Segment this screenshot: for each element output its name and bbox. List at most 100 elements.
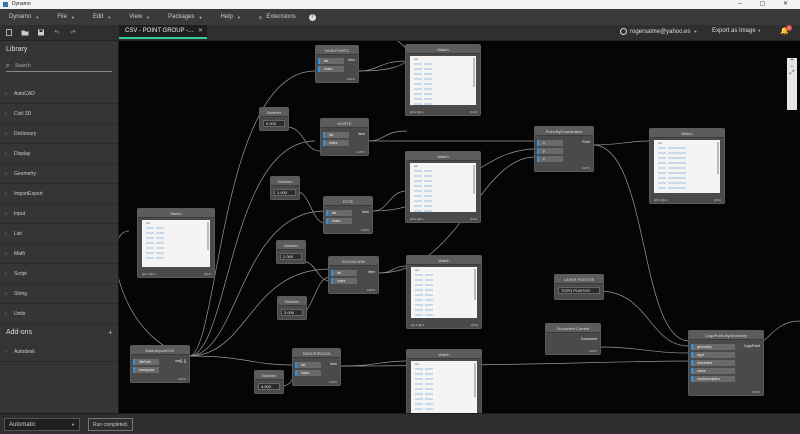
- node-data-importcsv[interactable]: Data.ImportCSV filePath transpose var[].…: [130, 345, 190, 383]
- user-email: rogersalme@yahoo.es: [630, 28, 691, 35]
- scrollbar[interactable]: [207, 222, 209, 251]
- window-title: Dynamo: [12, 1, 31, 7]
- tab-workspace[interactable]: CSV - POINT GROUP -... ✕: [119, 25, 207, 39]
- zoom-in-button[interactable]: +: [790, 58, 794, 64]
- number-input[interactable]: 4.000: [258, 383, 280, 390]
- watch-node-este[interactable]: Watch List @L2 @L1 {101}: [406, 255, 482, 329]
- watch-node-descripcion[interactable]: Watch List: [406, 349, 482, 413]
- number-input[interactable]: 1.000: [274, 189, 296, 196]
- node-num-punto[interactable]: NUM.PUNTO list index item AUTO: [315, 45, 359, 83]
- watch-node-csv[interactable]: Watch List @L2 @L1 {101}: [137, 208, 215, 278]
- library-item-string[interactable]: ›String: [0, 284, 118, 304]
- menu-edit[interactable]: Edit▼: [92, 14, 112, 20]
- zoom-controls: + − ⤢: [787, 58, 797, 110]
- export-as-image-button[interactable]: Export as Image ▼: [712, 28, 762, 34]
- node-document-current[interactable]: Document.Current Document AUTO: [545, 323, 601, 355]
- library-item-civil3d[interactable]: ›Civil 3D: [0, 104, 118, 124]
- library-title: Library: [6, 46, 28, 53]
- library-item-math[interactable]: ›Math: [0, 244, 118, 264]
- menu-extensions[interactable]: ⚙Extensions: [258, 14, 296, 20]
- watch-list: List: [142, 220, 210, 267]
- new-file-icon[interactable]: [5, 29, 13, 36]
- string-input[interactable]: TOPO PUNTOS: [558, 287, 600, 294]
- graph-canvas[interactable]: Watch List @L2 @L1 {101} Data.ImportCSV …: [119, 41, 800, 413]
- node-number-3[interactable]: Number 3.000: [277, 296, 307, 320]
- number-input[interactable]: 3.000: [281, 309, 303, 316]
- save-icon[interactable]: [37, 29, 45, 36]
- open-folder-icon[interactable]: [21, 29, 29, 36]
- search-placeholder: Search: [15, 63, 31, 69]
- menu-dynamo[interactable]: Dynamo▼: [9, 14, 40, 20]
- status-bar: Automatic ▼ Run completed.: [0, 413, 800, 434]
- library-item-autocad[interactable]: ›AutoCAD: [0, 84, 118, 104]
- tab-label: CSV - POINT GROUP -...: [125, 28, 194, 34]
- help-icon[interactable]: ?: [308, 13, 316, 21]
- add-icon[interactable]: +: [108, 328, 113, 337]
- chevron-right-icon: ›: [5, 291, 7, 297]
- menu-packages[interactable]: Packages▼: [168, 14, 203, 20]
- node-descripcion[interactable]: DESCRIPCION list index item AUTO: [292, 348, 341, 386]
- chevron-right-icon: ›: [5, 131, 7, 137]
- menu-view[interactable]: View▼: [129, 14, 151, 20]
- chevron-right-icon: ›: [5, 271, 7, 277]
- library-item-script[interactable]: ›Script: [0, 264, 118, 284]
- number-input[interactable]: 0.000: [263, 120, 285, 127]
- menu-help[interactable]: Help▼: [220, 14, 241, 20]
- addons-title: Add-ons: [6, 329, 33, 336]
- watch-node-num-punto[interactable]: Watch List @L2 @L1 {101}: [405, 44, 481, 116]
- chevron-down-icon: ▼: [35, 14, 40, 20]
- close-icon[interactable]: ✕: [197, 28, 203, 34]
- chevron-right-icon: ›: [5, 111, 7, 117]
- library-item-input[interactable]: ›Input: [0, 204, 118, 224]
- chevron-down-icon: ▼: [71, 422, 75, 427]
- run-mode-select[interactable]: Automatic ▼: [4, 418, 80, 431]
- watch-node-points[interactable]: Watch List @L2 @L1 {101}: [649, 128, 725, 204]
- undo-icon[interactable]: [53, 29, 61, 36]
- scrollbar[interactable]: [473, 165, 475, 195]
- library-item-geometry[interactable]: ›Geometry: [0, 164, 118, 184]
- node-norte[interactable]: NORTE list index item AUTO: [320, 118, 369, 156]
- watch-list: List: [411, 267, 477, 318]
- node-number-2[interactable]: Number 2.000: [276, 240, 306, 264]
- node-point-bycoordinates[interactable]: Point.ByCoordinates x y z Point AUTO: [534, 126, 594, 172]
- node-number-4[interactable]: Number 4.000: [254, 370, 284, 394]
- chevron-down-icon: ▼: [236, 14, 241, 20]
- node-este[interactable]: ESTE list index item AUTO: [323, 196, 373, 234]
- notification-bell-icon[interactable]: 🔔: [780, 28, 789, 35]
- watch-list: List: [410, 56, 476, 106]
- library-panel: Library ⌕ Search ›AutoCAD ›Civil 3D ›Dic…: [0, 41, 119, 413]
- scrollbar[interactable]: [474, 269, 476, 300]
- scrollbar[interactable]: [473, 58, 475, 88]
- node-elevacion[interactable]: ELEVACION list index item AUTO: [328, 256, 379, 294]
- node-number-1[interactable]: Number 1.000: [270, 176, 300, 200]
- chevron-right-icon: ›: [5, 311, 7, 317]
- library-item-display[interactable]: ›Display: [0, 144, 118, 164]
- node-number-0[interactable]: Number 0.000: [259, 107, 289, 131]
- user-account[interactable]: rogersalme@yahoo.es ▼: [620, 28, 697, 35]
- zoom-out-button[interactable]: −: [790, 64, 794, 70]
- library-item-importexport[interactable]: ›ImportExport: [0, 184, 118, 204]
- menu-bar: Dynamo▼ File▼ Edit▼ View▼ Packages▼ Help…: [0, 9, 800, 25]
- scrollbar[interactable]: [474, 363, 476, 398]
- title-bar: Dynamo – ▢ ✕: [0, 0, 800, 9]
- window-controls[interactable]: – ▢ ✕: [738, 1, 796, 7]
- library-item-list[interactable]: ›List: [0, 224, 118, 244]
- chevron-right-icon: ›: [5, 151, 7, 157]
- redo-icon[interactable]: [69, 29, 77, 36]
- number-input[interactable]: 2.000: [280, 253, 302, 260]
- scrollbar[interactable]: [717, 142, 719, 174]
- library-item-autodesk[interactable]: ›Autodesk: [0, 342, 118, 362]
- chevron-down-icon: ▼: [107, 14, 112, 20]
- notification-count-badge: 1: [786, 25, 792, 31]
- library-item-dictionary[interactable]: ›Dictionary: [0, 124, 118, 144]
- node-layer-puntos[interactable]: LAYER PUNTOS TOPO PUNTOS: [554, 274, 604, 300]
- chevron-down-icon: ▼: [146, 14, 151, 20]
- chevron-down-icon: ▼: [70, 14, 75, 20]
- chevron-down-icon: ▼: [198, 14, 203, 20]
- library-search-input[interactable]: ⌕ Search: [6, 61, 112, 72]
- node-cogopoint-bygeometry[interactable]: CogoPoint.ByGeometry geometry layer docu…: [688, 330, 764, 396]
- watch-node-norte[interactable]: Watch List @L2 @L1 {101}: [405, 151, 481, 223]
- library-item-units[interactable]: ›Units: [0, 304, 118, 324]
- zoom-fit-button[interactable]: ⤢: [789, 70, 795, 76]
- menu-file[interactable]: File▼: [57, 14, 75, 20]
